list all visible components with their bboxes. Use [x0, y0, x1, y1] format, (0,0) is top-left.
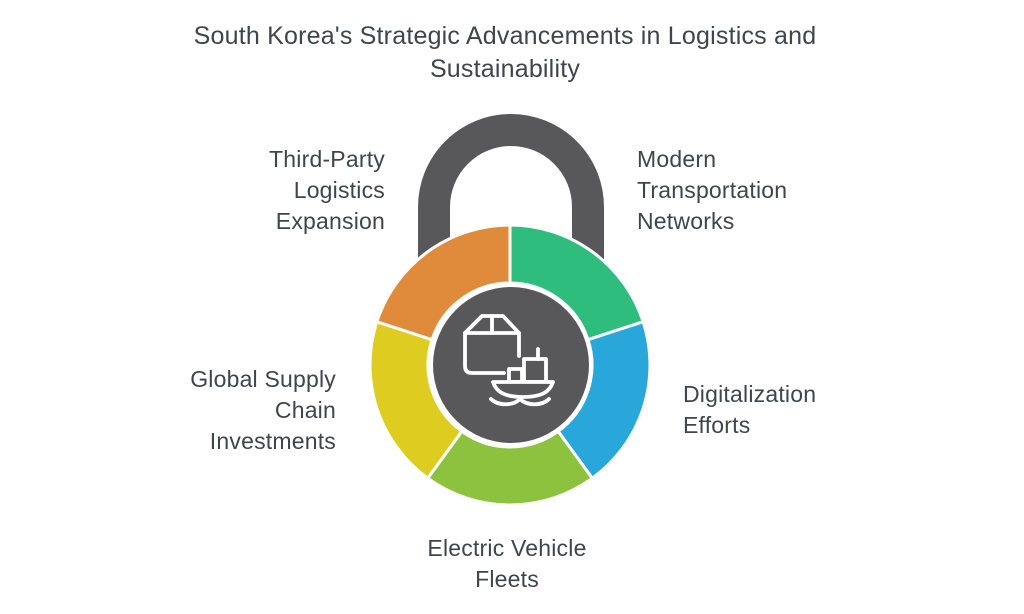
donut-segment-top-left	[375, 223, 512, 342]
label-third-party-logistics-expansion: Third-Party Logistics Expansion	[269, 146, 385, 234]
package-icon	[463, 314, 521, 375]
donut-chart	[368, 223, 652, 507]
label-modern-transportation-networks: Modern Transportation Networks	[637, 146, 788, 234]
lock-body-center	[433, 287, 589, 443]
lock-shackle	[418, 114, 604, 275]
label-electric-vehicle-fleets: Electric Vehicle Fleets	[427, 535, 587, 592]
label-digitalization-efforts: Digitalization Efforts	[683, 381, 817, 438]
page-title: South Korea's Strategic Advancements in …	[193, 22, 817, 83]
lock-shackle-arc	[418, 114, 604, 275]
label-global-supply-chain-investments: Global Supply Chain Investments	[190, 366, 336, 454]
cargo-ship-icon	[489, 347, 555, 407]
lock-center-circle	[433, 287, 589, 443]
